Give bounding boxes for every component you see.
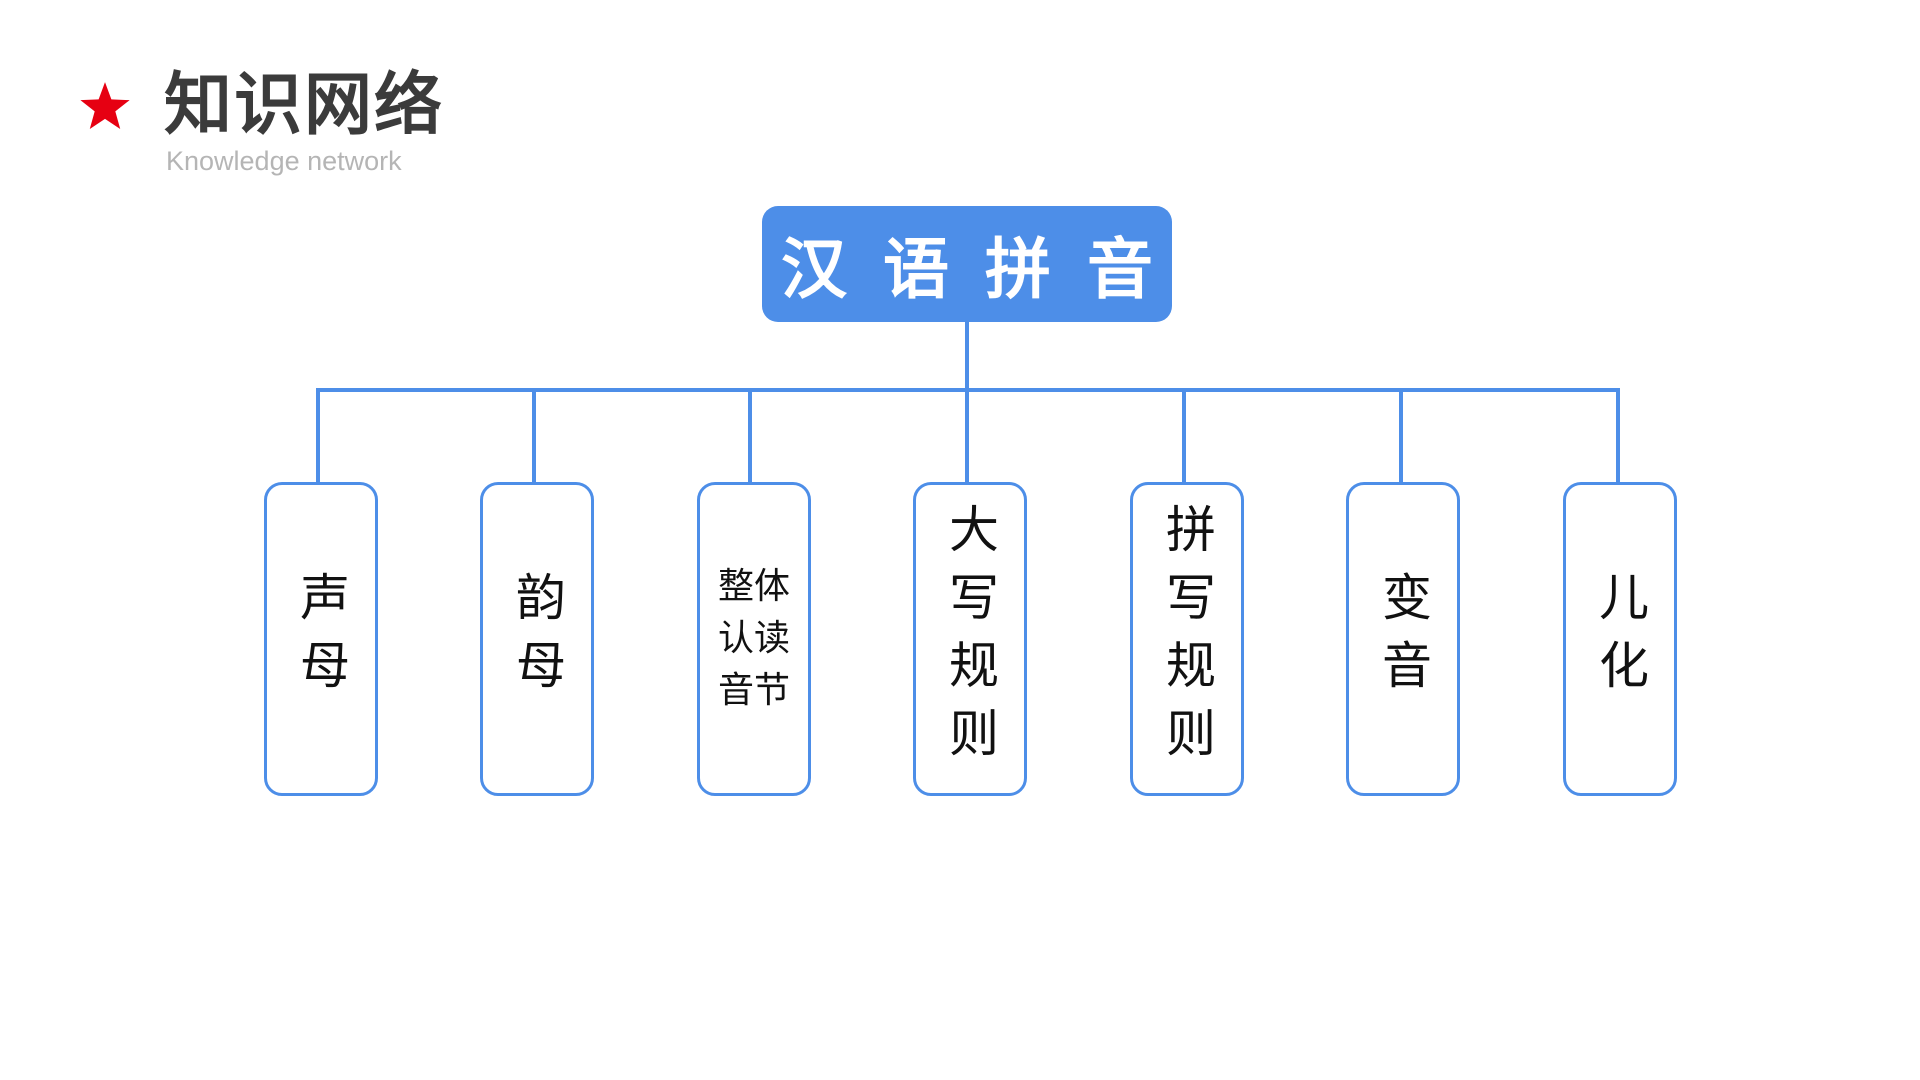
page-header: 知识网络 Knowledge network <box>78 62 578 182</box>
child-node-label: 整体 认读 音节 <box>717 566 790 711</box>
child-node-whole-syllables: 整体 认读 音节 <box>697 482 811 796</box>
child-node-initials: 声母 <box>264 482 378 796</box>
child-node-label: 韵母 <box>508 571 566 707</box>
root-node: 汉语拼音 <box>762 206 1172 322</box>
child-node-label: 变音 <box>1374 571 1432 707</box>
child-node-label: 儿化 <box>1591 571 1649 707</box>
page-title: 知识网络 <box>164 66 445 145</box>
child-node-tone-change: 变音 <box>1346 482 1460 796</box>
root-node-label: 汉语拼音 <box>781 231 1189 308</box>
child-node-label: 拼写规则 <box>1158 503 1216 775</box>
child-node-erhua: 儿化 <box>1563 482 1677 796</box>
child-node-finals: 韵母 <box>480 482 594 796</box>
page-subtitle: Knowledge network <box>166 146 402 176</box>
child-node-capitalization-rules: 大写规则 <box>913 482 1027 796</box>
child-node-label: 声母 <box>292 571 350 707</box>
child-node-spelling-rules: 拼写规则 <box>1130 482 1244 796</box>
star-icon <box>80 82 130 130</box>
child-node-label: 大写规则 <box>941 503 999 775</box>
